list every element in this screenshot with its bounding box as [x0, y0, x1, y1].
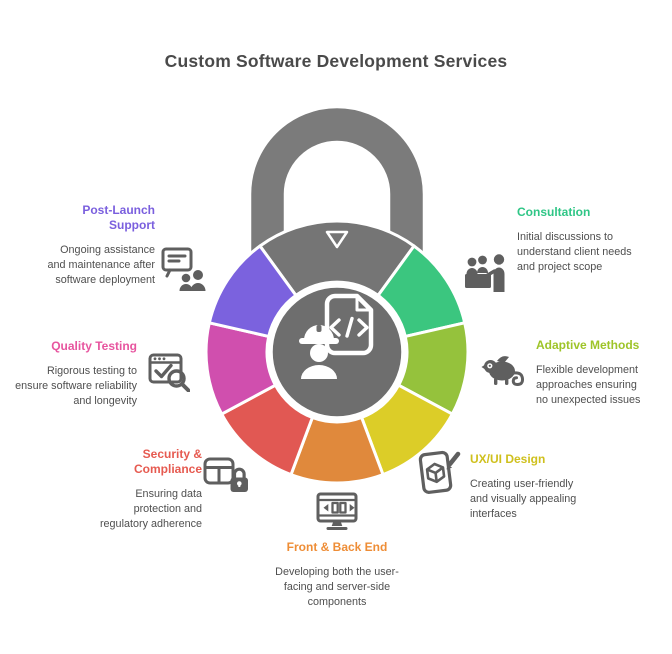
tablet-design-pencil-icon — [415, 446, 463, 498]
engineer-code-icon — [299, 293, 374, 379]
page-title: Custom Software Development Services — [164, 51, 508, 71]
monitor-layout-icon — [316, 491, 358, 531]
segment-top-gray — [258, 219, 416, 297]
safe-padlock-icon — [203, 452, 249, 494]
service-label: Post-Launch Support — [82, 203, 155, 232]
service-label: Front & Back End — [286, 540, 388, 554]
service-security-compliance: Security & Compliance Ensuring data prot… — [82, 447, 202, 532]
service-description: Rigorous testing to ensure software reli… — [15, 365, 137, 407]
hat-brim — [299, 338, 339, 344]
service-adaptive-methods: Adaptive Methods Flexible development ap… — [536, 338, 650, 408]
checklist-magnifier-icon — [148, 350, 191, 393]
service-description: Ensuring data protection and regulatory … — [99, 488, 202, 530]
document-fold — [355, 296, 371, 312]
segment-post-launch-support — [207, 244, 298, 338]
presentation-people-icon — [160, 245, 206, 293]
service-label: Quality Testing — [51, 339, 137, 353]
service-description: Initial discussions to understand client… — [517, 231, 632, 273]
code-chevrons — [329, 316, 369, 338]
service-quality-testing: Quality Testing Rigorous testing to ensu… — [7, 339, 137, 409]
service-description: Ongoing assistance and maintenance after… — [47, 244, 155, 286]
service-description: Developing both the user-facing and serv… — [275, 566, 399, 608]
code-document — [324, 293, 374, 356]
service-post-launch-support: Post-Launch Support Ongoing assistance a… — [25, 203, 155, 288]
service-uxui-design: UX/UI Design Creating user-friendly and … — [470, 452, 592, 522]
service-label: UX/UI Design — [470, 452, 546, 466]
meeting-discussion-icon — [463, 247, 509, 293]
hat-ridge — [316, 325, 322, 332]
service-label: Adaptive Methods — [536, 338, 640, 352]
engineer-face — [310, 344, 328, 362]
engineer-shoulders — [301, 365, 337, 379]
hard-hat — [304, 325, 334, 340]
service-description: Creating user-friendly and visually appe… — [470, 478, 577, 520]
padlock-shackle — [248, 105, 426, 302]
service-consultation: Consultation Initial discussions to unde… — [517, 205, 637, 275]
service-label: Consultation — [517, 205, 591, 219]
service-label: Security & Compliance — [133, 447, 202, 476]
chameleon-icon — [481, 353, 527, 389]
down-triangle-icon — [325, 230, 349, 249]
service-description: Flexible development approaches ensuring… — [536, 364, 641, 406]
service-front-back-end: Front & Back End Developing both the use… — [242, 540, 432, 610]
